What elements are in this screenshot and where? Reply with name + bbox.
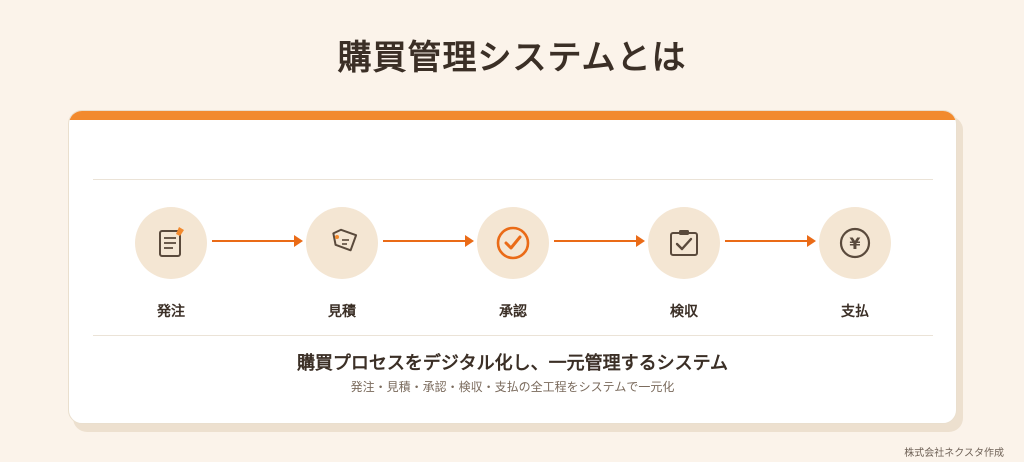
arrow-2: [383, 235, 474, 247]
step-approve-circle: [477, 207, 549, 279]
credit-text: 株式会社ネクスタ作成: [904, 448, 1004, 459]
clipboard-check-icon: [670, 230, 698, 256]
step-order-circle: [135, 207, 207, 279]
step-inspect: 検収: [629, 207, 739, 321]
step-payment: ¥ 支払: [800, 207, 910, 321]
process-card: 発注 見積 承認: [68, 110, 957, 424]
arrow-1: [212, 235, 303, 247]
top-divider: [93, 179, 933, 180]
step-order-label: 発注: [157, 304, 185, 320]
step-order: 発注: [116, 207, 226, 321]
card-accent-bar: [69, 111, 956, 120]
yen-coin-icon: ¥: [839, 227, 871, 259]
bottom-divider: [93, 335, 933, 336]
step-payment-label: 支払: [841, 304, 869, 320]
step-approve: 承認: [458, 207, 568, 321]
step-payment-circle: ¥: [819, 207, 891, 279]
price-tag-icon: [332, 228, 358, 252]
page-title: 購買管理システムとは: [337, 38, 687, 78]
step-approve-label: 承認: [499, 304, 527, 320]
summary-subtext: 発注・見積・承認・検収・支払の全工程をシステムで一元化: [350, 380, 675, 394]
summary-heading: 購買プロセスをデジタル化し、一元管理するシステム: [296, 353, 729, 374]
step-quote-circle: [306, 207, 378, 279]
document-pencil-icon: [159, 227, 184, 257]
step-quote-label: 見積: [328, 304, 356, 320]
check-circle-icon: [496, 226, 530, 260]
arrow-3: [554, 235, 645, 247]
arrow-4: [725, 235, 816, 247]
svg-text:¥: ¥: [849, 234, 860, 253]
step-inspect-circle: [648, 207, 720, 279]
step-quote: 見積: [287, 207, 397, 321]
step-inspect-label: 検収: [670, 304, 698, 320]
